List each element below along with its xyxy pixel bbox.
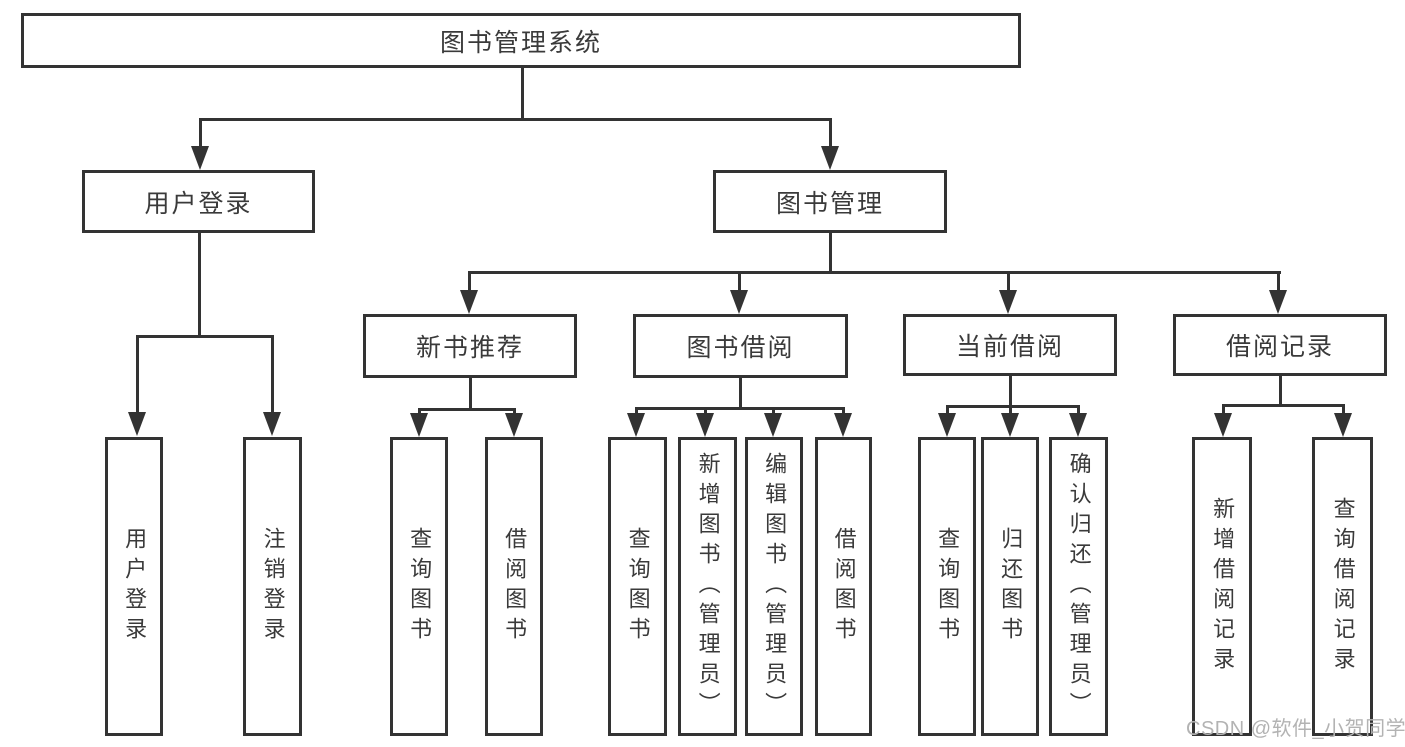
node-current-borrow-label: 当前借阅 xyxy=(955,333,1064,361)
connector-hline xyxy=(199,118,832,121)
leaf-current-confirm-return-admin-label: 确认归还（管理员） xyxy=(1066,451,1092,722)
connector-vline xyxy=(468,378,472,408)
leaf-records-add-record-label: 新增借阅记录 xyxy=(1210,496,1236,677)
leaf-recommend-query-books-label: 查询图书 xyxy=(407,526,433,647)
node-book-management-label: 图书管理 xyxy=(775,189,884,218)
leaf-current-return-books-label: 归还图书 xyxy=(998,526,1024,647)
watermark: CSDN @软件_小贺同学 xyxy=(1186,718,1405,740)
down-arrowhead-icon xyxy=(730,290,748,314)
leaf-current-return-books: 归还图书 xyxy=(981,437,1039,736)
leaf-borrow-add-books-admin-label: 新增图书（管理员） xyxy=(695,451,721,722)
connector-hline xyxy=(945,405,1080,408)
leaf-records-query-record: 查询借阅记录 xyxy=(1312,437,1373,736)
leaf-borrow-add-books-admin: 新增图书（管理员） xyxy=(678,437,737,736)
leaf-current-query-books: 查询图书 xyxy=(918,437,976,736)
leaf-recommend-borrow-books: 借阅图书 xyxy=(485,437,543,736)
down-arrowhead-icon xyxy=(1069,413,1087,437)
connector-vline xyxy=(1341,404,1345,413)
connector-vline xyxy=(1006,271,1010,290)
down-arrowhead-icon xyxy=(1269,290,1287,314)
connector-hline xyxy=(417,408,516,411)
leaf-borrow-query-books-label: 查询图书 xyxy=(625,526,651,647)
connector-vline xyxy=(737,271,741,290)
down-arrowhead-icon xyxy=(505,413,523,437)
down-arrowhead-icon xyxy=(764,413,782,437)
node-book-management: 图书管理 xyxy=(713,170,947,233)
leaf-logout-label: 注销登录 xyxy=(260,526,286,647)
leaf-current-query-books-label: 查询图书 xyxy=(935,526,961,647)
node-book-borrow-label: 图书借阅 xyxy=(686,334,795,362)
connector-hline xyxy=(1221,404,1345,407)
node-book-borrow: 图书借阅 xyxy=(633,314,848,378)
leaf-logout: 注销登录 xyxy=(243,437,302,736)
connector-hline xyxy=(634,407,845,410)
down-arrowhead-icon xyxy=(1214,413,1232,437)
connector-vline xyxy=(634,407,638,413)
connector-vline xyxy=(828,118,832,148)
connector-vline xyxy=(520,68,524,118)
node-current-borrow: 当前借阅 xyxy=(903,314,1117,376)
leaf-recommend-query-books: 查询图书 xyxy=(390,437,448,736)
connector-vline xyxy=(270,335,274,412)
connector-vline xyxy=(512,408,516,414)
down-arrowhead-icon xyxy=(460,290,478,314)
connector-vline xyxy=(198,118,202,148)
node-new-book-recommend-label: 新书推荐 xyxy=(415,334,524,362)
connector-vline xyxy=(1278,376,1282,404)
leaf-records-query-record-label: 查询借阅记录 xyxy=(1330,496,1356,677)
down-arrowhead-icon xyxy=(627,413,645,437)
connector-vline xyxy=(1008,376,1012,405)
connector-vline xyxy=(135,335,139,412)
connector-vline xyxy=(467,271,471,290)
connector-hline xyxy=(135,335,274,338)
node-root: 图书管理系统 xyxy=(21,13,1021,68)
leaf-user-login: 用户登录 xyxy=(105,437,163,736)
connector-vline xyxy=(945,405,949,413)
leaf-borrow-borrow-books: 借阅图书 xyxy=(815,437,872,736)
down-arrowhead-icon xyxy=(410,413,428,437)
node-borrow-records: 借阅记录 xyxy=(1173,314,1387,376)
node-root-label: 图书管理系统 xyxy=(439,28,602,57)
down-arrowhead-icon xyxy=(938,413,956,437)
connector-vline xyxy=(1076,405,1080,413)
leaf-borrow-query-books: 查询图书 xyxy=(608,437,667,736)
down-arrowhead-icon xyxy=(696,413,714,437)
connector-hline xyxy=(467,271,1281,274)
down-arrowhead-icon xyxy=(1334,413,1352,437)
connector-vline xyxy=(417,408,421,414)
connector-vline xyxy=(841,407,845,413)
node-new-book-recommend: 新书推荐 xyxy=(363,314,577,378)
leaf-recommend-borrow-books-label: 借阅图书 xyxy=(502,526,528,647)
connector-vline xyxy=(197,233,201,335)
connector-vline xyxy=(1008,405,1012,413)
down-arrowhead-icon xyxy=(1001,413,1019,437)
leaf-records-add-record: 新增借阅记录 xyxy=(1192,437,1252,736)
down-arrowhead-icon xyxy=(821,146,839,170)
leaf-borrow-borrow-books-label: 借阅图书 xyxy=(831,526,857,647)
down-arrowhead-icon xyxy=(191,146,209,170)
connector-vline xyxy=(703,407,707,413)
leaf-current-confirm-return-admin: 确认归还（管理员） xyxy=(1049,437,1108,736)
down-arrowhead-icon xyxy=(263,412,281,436)
down-arrowhead-icon xyxy=(128,412,146,436)
connector-vline xyxy=(1221,404,1225,413)
down-arrowhead-icon xyxy=(834,413,852,437)
leaf-user-login-label: 用户登录 xyxy=(122,526,148,647)
leaf-borrow-edit-books-admin: 编辑图书（管理员） xyxy=(745,437,803,736)
connector-vline xyxy=(828,233,832,271)
connector-vline xyxy=(1276,271,1280,290)
connector-vline xyxy=(771,407,775,413)
leaf-borrow-edit-books-admin-label: 编辑图书（管理员） xyxy=(762,451,788,722)
node-borrow-records-label: 借阅记录 xyxy=(1225,333,1334,361)
connector-vline xyxy=(738,378,742,407)
down-arrowhead-icon xyxy=(999,290,1017,314)
node-user-login-label: 用户登录 xyxy=(144,189,253,218)
node-user-login: 用户登录 xyxy=(82,170,315,233)
